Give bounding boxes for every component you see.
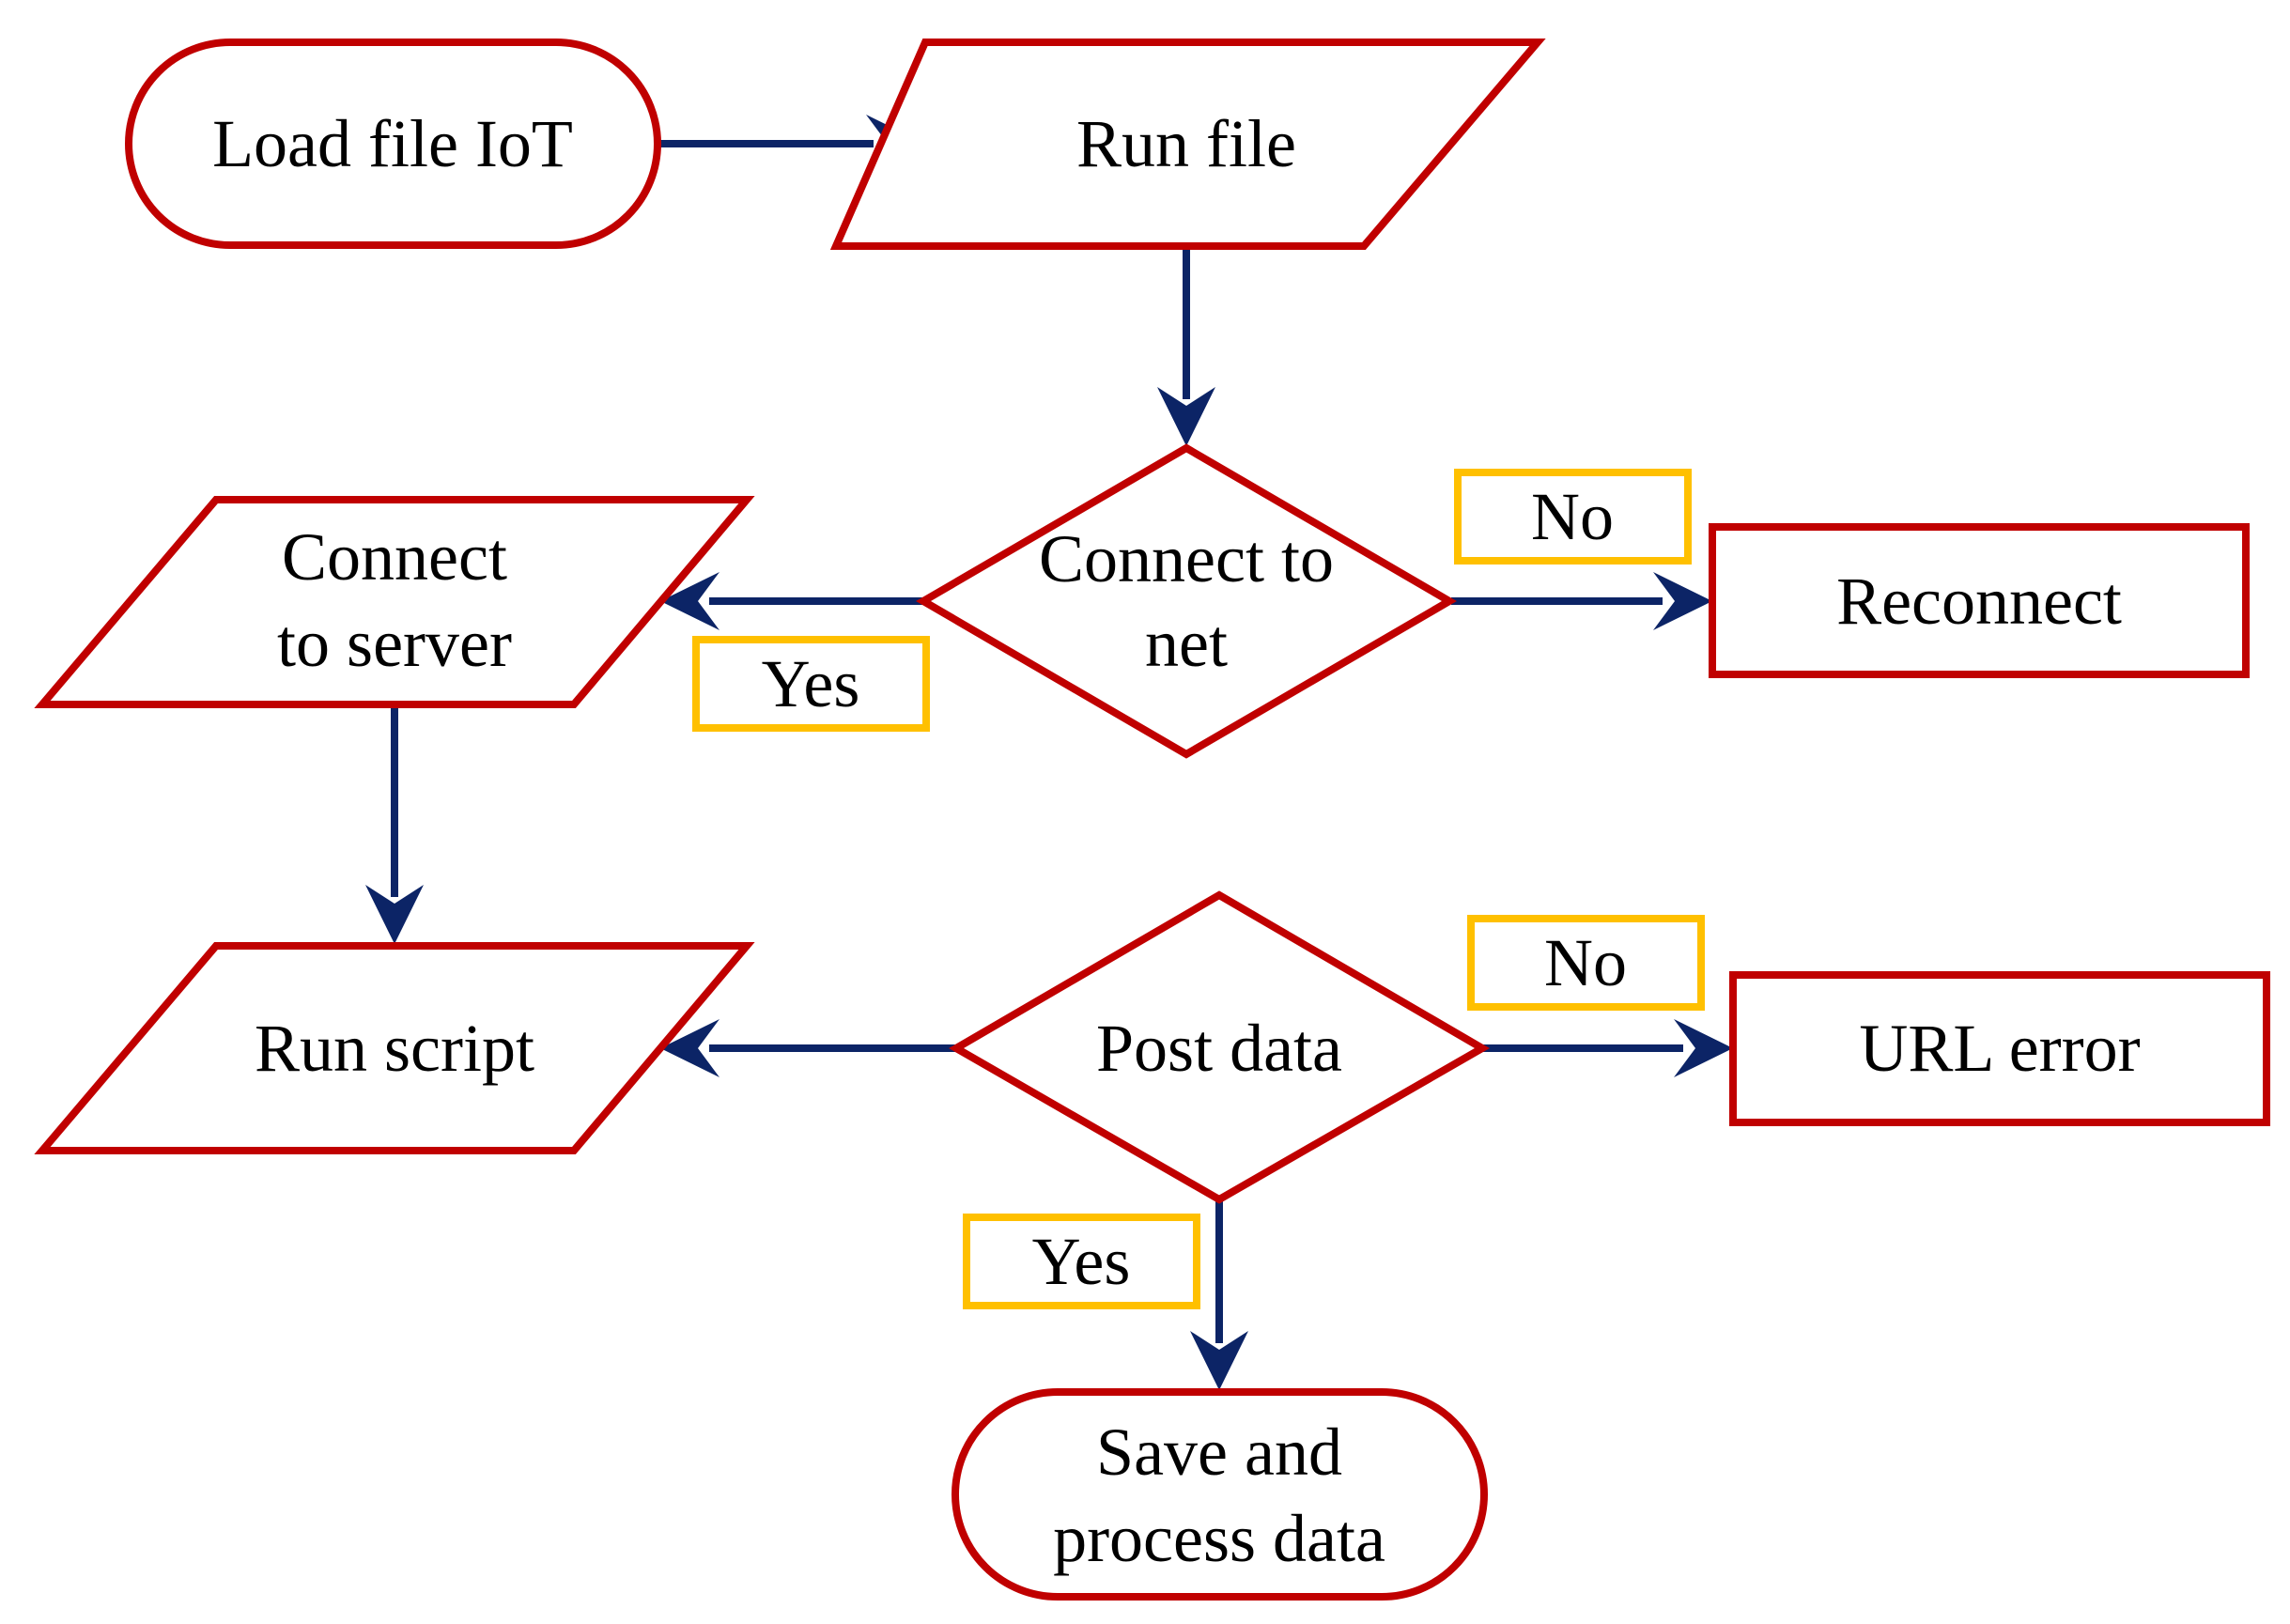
node-connect-net-label-2: net: [1145, 606, 1228, 681]
label-connect-net-yes-text: Yes: [762, 646, 860, 721]
node-run-file: Run file: [829, 39, 1546, 250]
edge-connect-net-to-server: [660, 572, 923, 630]
node-run-script: Run script: [34, 942, 755, 1154]
node-reconnect-label: Reconnect: [1836, 564, 2122, 639]
edge-server-to-run-script: [365, 704, 424, 944]
edge-post-data-to-url-error: [1482, 1019, 1733, 1077]
node-url-error: URL error: [1729, 971, 2270, 1126]
edge-post-data-to-run-script: [660, 1019, 956, 1077]
edge-post-data-to-save: [1190, 1199, 1248, 1390]
node-url-error-label: URL error: [1859, 1011, 2140, 1086]
label-post-data-yes-text: Yes: [1032, 1224, 1131, 1299]
nodes: Load file IoT Run file Connect to net Re…: [34, 39, 2270, 1601]
node-load-file: Load file IoT: [125, 39, 661, 249]
edge-labels: No Yes No Yes: [692, 469, 1705, 1309]
node-load-file-label: Load file IoT: [212, 106, 573, 181]
edges: [365, 115, 1733, 1390]
node-post-data-label: Post data: [1096, 1011, 1342, 1086]
node-run-file-label: Run file: [1076, 106, 1296, 181]
node-post-data: Post data: [949, 890, 1490, 1204]
node-connect-net: Connect to net: [916, 443, 1457, 759]
label-post-data-yes: Yes: [963, 1214, 1200, 1309]
label-connect-net-yes: Yes: [692, 636, 930, 732]
edge-run-file-to-connect-net: [1157, 246, 1215, 446]
edge-connect-net-to-reconnect: [1451, 572, 1712, 630]
label-post-data-no-text: No: [1544, 925, 1627, 1000]
node-save-process-label-1: Save and: [1096, 1415, 1342, 1490]
node-connect-server-label-2: to server: [277, 606, 512, 681]
node-connect-server-label-1: Connect: [282, 519, 507, 595]
label-connect-net-no: No: [1454, 469, 1692, 565]
node-reconnect: Reconnect: [1709, 523, 2250, 678]
node-run-script-label: Run script: [255, 1011, 534, 1086]
label-post-data-no: No: [1467, 915, 1705, 1011]
node-connect-net-label-1: Connect to: [1039, 521, 1334, 596]
label-connect-net-no-text: No: [1531, 479, 1614, 554]
node-connect-server: Connect to server: [34, 496, 755, 708]
node-save-process-label-2: process data: [1053, 1501, 1385, 1576]
node-save-process: Save and process data: [952, 1388, 1488, 1601]
